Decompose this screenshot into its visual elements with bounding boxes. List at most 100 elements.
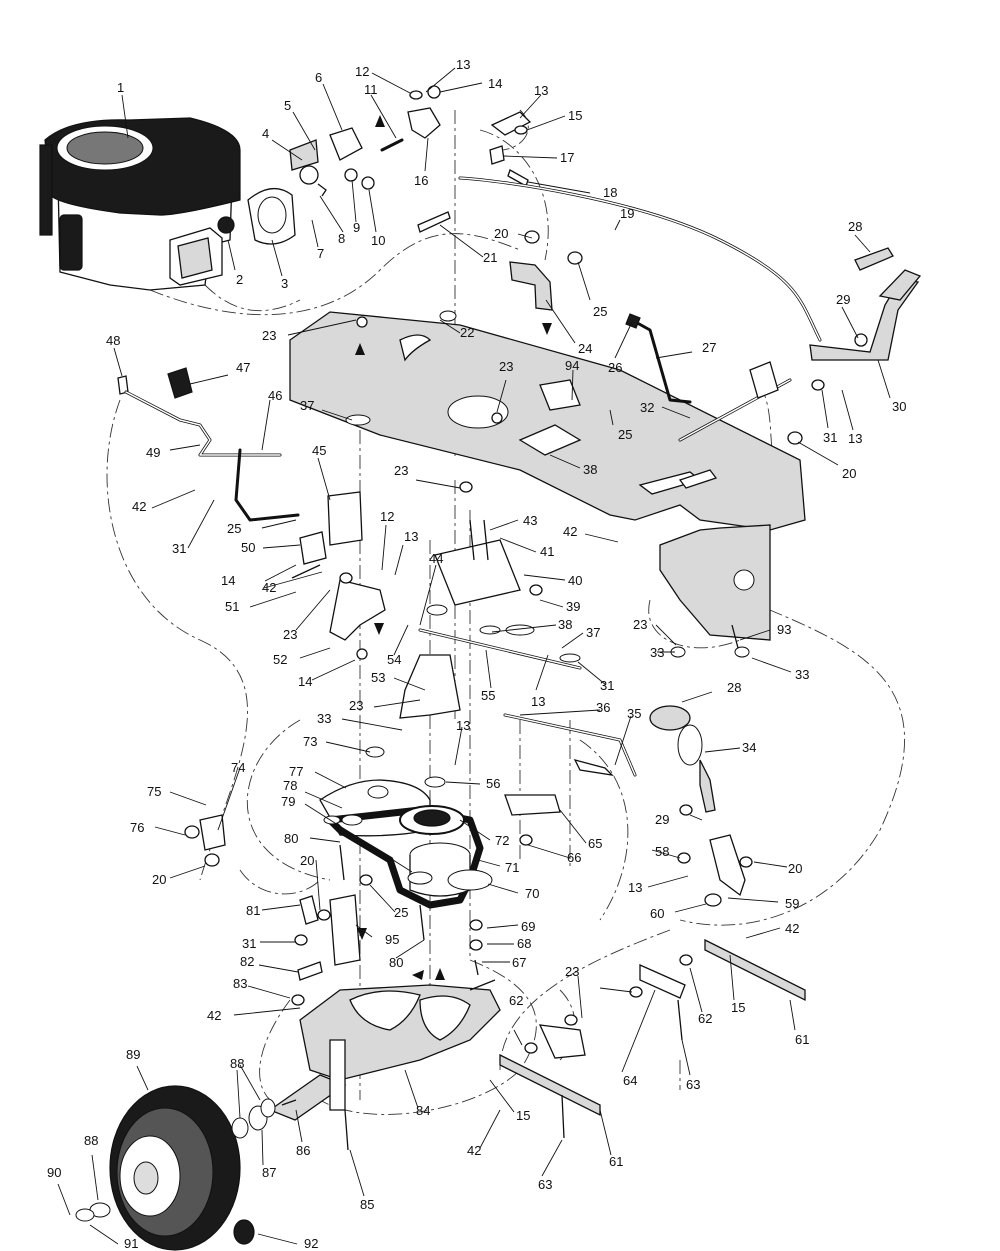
drive-belt-and-pulleys — [319, 746, 493, 909]
transaxle — [268, 979, 501, 1151]
callout-33: 33 — [317, 711, 331, 726]
callout-2: 2 — [236, 272, 243, 287]
callout-25: 25 — [618, 427, 632, 442]
main-frame — [289, 310, 806, 641]
callout-12: 12 — [380, 509, 394, 524]
callout-66: 66 — [567, 850, 581, 865]
callout-95: 95 — [385, 932, 399, 947]
direction-arrows — [355, 115, 552, 980]
callout-15: 15 — [568, 108, 582, 123]
callout-85: 85 — [360, 1197, 374, 1212]
callout-29: 29 — [655, 812, 669, 827]
callout-37: 37 — [586, 625, 600, 640]
callout-23: 23 — [565, 964, 579, 979]
callout-25: 25 — [593, 304, 607, 319]
callout-90: 90 — [47, 1165, 61, 1180]
callout-58: 58 — [655, 844, 669, 859]
callout-33: 33 — [650, 645, 664, 660]
callout-23: 23 — [262, 328, 276, 343]
callout-13: 13 — [628, 880, 642, 895]
callout-60: 60 — [650, 906, 664, 921]
callout-10: 10 — [371, 233, 385, 248]
callout-20: 20 — [494, 226, 508, 241]
callout-80: 80 — [284, 831, 298, 846]
callout-87: 87 — [262, 1165, 276, 1180]
callout-61: 61 — [609, 1154, 623, 1169]
callout-59: 59 — [785, 896, 799, 911]
callout-36: 36 — [596, 700, 610, 715]
callout-5: 5 — [284, 98, 291, 113]
callout-42: 42 — [132, 499, 146, 514]
callout-38: 38 — [583, 462, 597, 477]
callout-12: 12 — [355, 64, 369, 79]
callout-45: 45 — [312, 443, 326, 458]
callout-13: 13 — [531, 694, 545, 709]
callout-4: 4 — [262, 126, 269, 141]
callout-80: 80 — [389, 955, 403, 970]
callout-61: 61 — [795, 1032, 809, 1047]
callout-26: 26 — [608, 360, 622, 375]
callout-labels: 1 2 3 4 5 6 7 8 9 10 11 12 13 14 13 15 1… — [47, 57, 906, 1251]
callout-19: 19 — [620, 206, 634, 221]
callout-13: 13 — [456, 718, 470, 733]
callout-15: 15 — [731, 1000, 745, 1015]
callout-88: 88 — [84, 1133, 98, 1148]
callout-25: 25 — [227, 521, 241, 536]
transmission-brackets — [184, 814, 483, 1006]
callout-89: 89 — [126, 1047, 140, 1062]
callout-54: 54 — [387, 652, 401, 667]
callout-69: 69 — [521, 919, 535, 934]
callout-42: 42 — [563, 524, 577, 539]
callout-70: 70 — [525, 886, 539, 901]
callout-77: 77 — [289, 764, 303, 779]
callout-44: 44 — [429, 551, 443, 566]
drive-pedal-assembly — [499, 705, 806, 1139]
callout-91: 91 — [124, 1236, 138, 1251]
callout-51: 51 — [225, 599, 239, 614]
callout-62: 62 — [698, 1011, 712, 1026]
callout-42: 42 — [785, 921, 799, 936]
callout-42: 42 — [467, 1143, 481, 1158]
callout-83: 83 — [233, 976, 247, 991]
callout-17: 17 — [560, 150, 574, 165]
callout-28: 28 — [848, 219, 862, 234]
callout-50: 50 — [241, 540, 255, 555]
callout-13: 13 — [456, 57, 470, 72]
callout-71: 71 — [505, 860, 519, 875]
callout-94: 94 — [565, 358, 579, 373]
callout-34: 34 — [742, 740, 756, 755]
callout-48: 48 — [106, 333, 120, 348]
callout-23: 23 — [394, 463, 408, 478]
callout-64: 64 — [623, 1073, 637, 1088]
callout-72: 72 — [495, 833, 509, 848]
callout-13: 13 — [848, 431, 862, 446]
callout-82: 82 — [240, 954, 254, 969]
callout-65: 65 — [588, 836, 602, 851]
callout-41: 41 — [540, 544, 554, 559]
callout-78: 78 — [283, 778, 297, 793]
callout-6: 6 — [315, 70, 322, 85]
callout-20: 20 — [152, 872, 166, 887]
callout-9: 9 — [353, 220, 360, 235]
callout-20: 20 — [788, 861, 802, 876]
callout-16: 16 — [414, 173, 428, 188]
callout-1: 1 — [117, 80, 124, 95]
callout-73: 73 — [303, 734, 317, 749]
brake-pedal-assembly — [625, 247, 922, 445]
callout-62: 62 — [509, 993, 523, 1008]
callout-23: 23 — [499, 359, 513, 374]
callout-8: 8 — [338, 231, 345, 246]
callout-13: 13 — [534, 83, 548, 98]
callout-22: 22 — [460, 325, 474, 340]
callout-75: 75 — [147, 784, 161, 799]
callout-49: 49 — [146, 445, 160, 460]
callout-43: 43 — [523, 513, 537, 528]
callout-29: 29 — [836, 292, 850, 307]
callout-74: 74 — [231, 760, 245, 775]
callout-63: 63 — [686, 1077, 700, 1092]
callout-53: 53 — [371, 670, 385, 685]
callout-31: 31 — [600, 678, 614, 693]
callout-28: 28 — [727, 680, 741, 695]
